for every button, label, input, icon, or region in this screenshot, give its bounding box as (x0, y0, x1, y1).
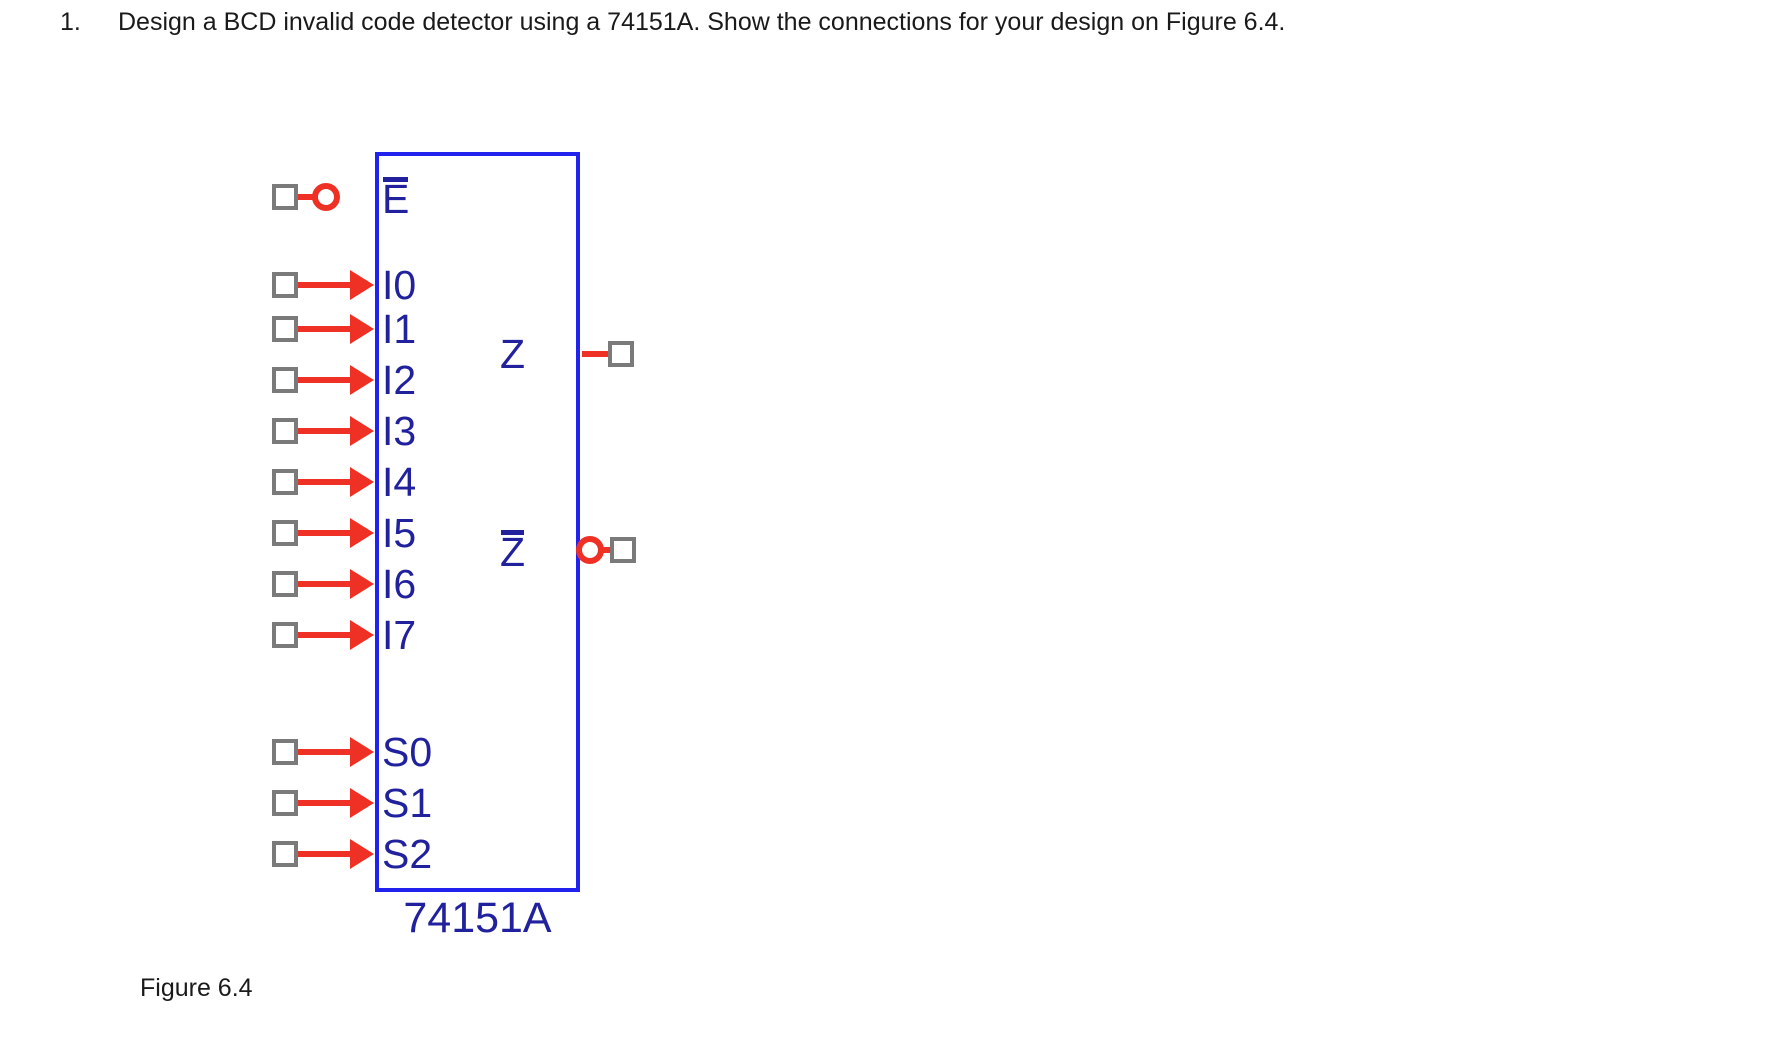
wire-s0 (298, 749, 352, 755)
inverting-bubble-output-zbar (576, 536, 604, 564)
arrow-icon-i3 (350, 416, 374, 446)
chip-part-number-label: 74151A (403, 894, 552, 942)
chip-body-74151a (375, 152, 580, 892)
pin-label-i3: I3 (382, 408, 417, 454)
wire-i7 (298, 632, 352, 638)
wire-i2 (298, 377, 352, 383)
arrow-icon-i7 (350, 620, 374, 650)
pin-label-i0: I0 (382, 262, 417, 308)
arrow-icon-s0 (350, 737, 374, 767)
terminal-pad-output-z[interactable] (608, 341, 634, 367)
pin-row-i4: I4 (272, 460, 602, 504)
terminal-pad-i2[interactable] (272, 367, 298, 393)
terminal-pad-s2[interactable] (272, 841, 298, 867)
pin-label-s0: S0 (382, 729, 433, 775)
terminal-pad-i6[interactable] (272, 571, 298, 597)
inverting-bubble-enable (312, 183, 340, 211)
pin-row-i5: I5 (272, 511, 602, 555)
terminal-pad-i5[interactable] (272, 520, 298, 546)
wire-i4 (298, 479, 352, 485)
terminal-pad-i3[interactable] (272, 418, 298, 444)
pin-row-output-z: Z (500, 332, 700, 376)
pin-label-i4: I4 (382, 459, 417, 505)
pin-row-i6: I6 (272, 562, 602, 606)
wire-s1 (298, 800, 352, 806)
terminal-pad-i1[interactable] (272, 316, 298, 342)
wire-output-z (582, 351, 612, 357)
wire-output-zbar (602, 547, 614, 553)
pin-row-i2: I2 (272, 358, 602, 402)
pin-label-s1: S1 (382, 780, 433, 826)
wire-i3 (298, 428, 352, 434)
pin-label-s2: S2 (382, 831, 433, 877)
wire-i6 (298, 581, 352, 587)
pin-row-i1: I1 (272, 307, 602, 351)
arrow-icon-i5 (350, 518, 374, 548)
pin-label-i6: I6 (382, 561, 417, 607)
question-text: Design a BCD invalid code detector using… (118, 8, 1286, 36)
question-number: 1. (60, 8, 81, 36)
terminal-pad-i0[interactable] (272, 272, 298, 298)
wire-i1 (298, 326, 352, 332)
pin-label-i5: I5 (382, 510, 417, 556)
terminal-pad-i7[interactable] (272, 622, 298, 648)
arrow-icon-s1 (350, 788, 374, 818)
pin-label-enable: E (382, 175, 409, 221)
pin-row-s2: S2 (272, 832, 602, 876)
arrow-icon-s2 (350, 839, 374, 869)
pin-label-output-zbar-text: Z (500, 529, 526, 575)
pin-row-s1: S1 (272, 781, 602, 825)
pin-row-output-zbar: Z (500, 528, 700, 574)
arrow-icon-i6 (350, 569, 374, 599)
pin-label-i7: I7 (382, 612, 417, 658)
arrow-icon-i0 (350, 270, 374, 300)
wire-i0 (298, 282, 352, 288)
pin-label-enable-text: E (382, 176, 410, 222)
wire-s2 (298, 851, 352, 857)
pin-label-i1: I1 (382, 306, 417, 352)
wire-i5 (298, 530, 352, 536)
terminal-pad-output-zbar[interactable] (610, 537, 636, 563)
arrow-icon-i1 (350, 314, 374, 344)
terminal-pad-enable[interactable] (272, 184, 298, 210)
arrow-icon-i2 (350, 365, 374, 395)
question-line: 1. Design a BCD invalid code detector us… (60, 6, 1740, 40)
pin-label-output-z: Z (500, 331, 526, 377)
arrow-icon-i4 (350, 467, 374, 497)
terminal-pad-i4[interactable] (272, 469, 298, 495)
pin-row-i3: I3 (272, 409, 602, 453)
pin-row-i0: I0 (272, 263, 602, 307)
pin-label-output-zbar: Z (500, 528, 525, 574)
pin-row-s0: S0 (272, 730, 602, 774)
pin-row-enable: E (272, 175, 602, 221)
figure-caption: Figure 6.4 (140, 974, 253, 1002)
wire-enable (298, 194, 316, 200)
pin-row-i7: I7 (272, 613, 602, 657)
terminal-pad-s0[interactable] (272, 739, 298, 765)
terminal-pad-s1[interactable] (272, 790, 298, 816)
pin-label-i2: I2 (382, 357, 417, 403)
